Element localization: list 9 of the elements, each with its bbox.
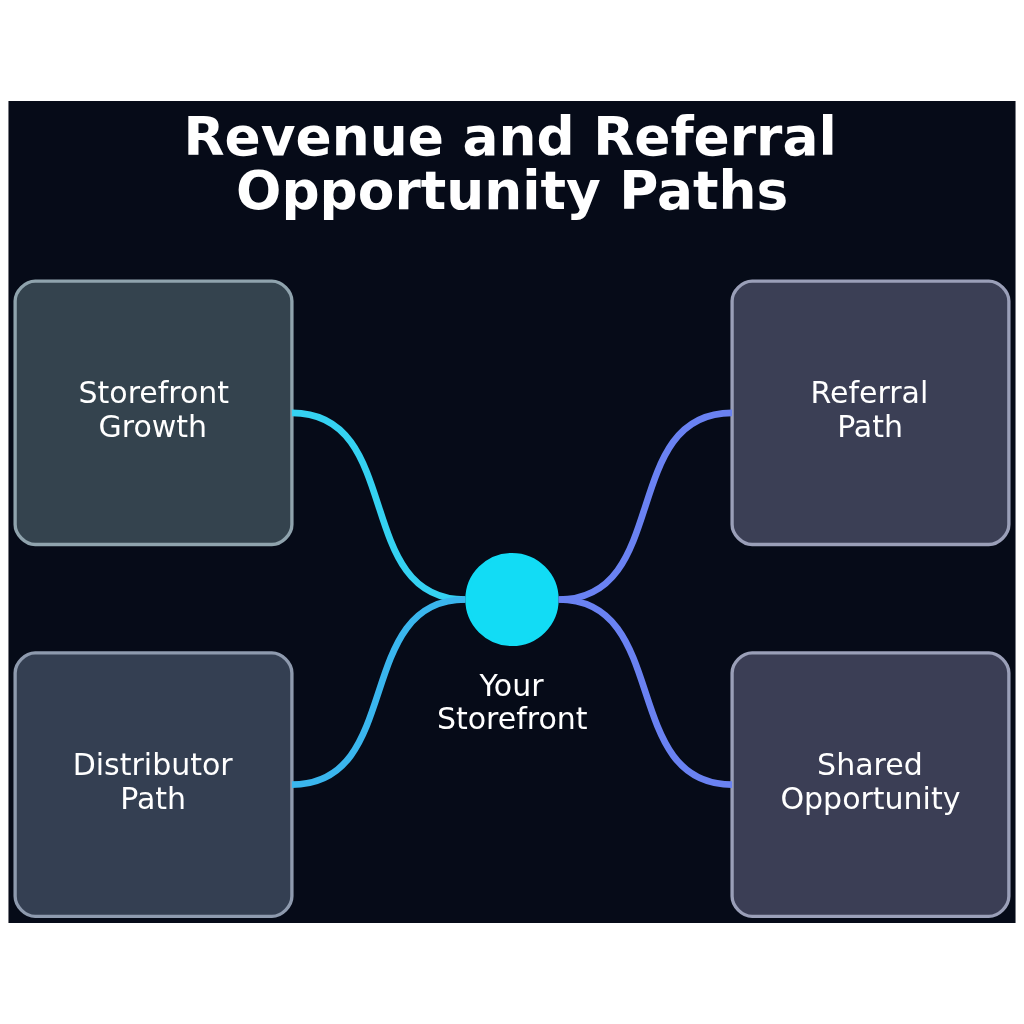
diagram-title: Revenue and Referral Opportunity Paths — [183, 105, 837, 222]
node-box: Distributor Path — [13, 651, 294, 918]
node-label: Your Storefront — [436, 667, 588, 736]
node-box: Storefront Growth — [13, 279, 294, 547]
node-box: Shared Opportunity — [730, 651, 1011, 918]
node-box: Referral Path — [730, 279, 1011, 547]
connector — [291, 596, 466, 788]
connector — [558, 596, 733, 788]
node-circle — [465, 552, 559, 647]
